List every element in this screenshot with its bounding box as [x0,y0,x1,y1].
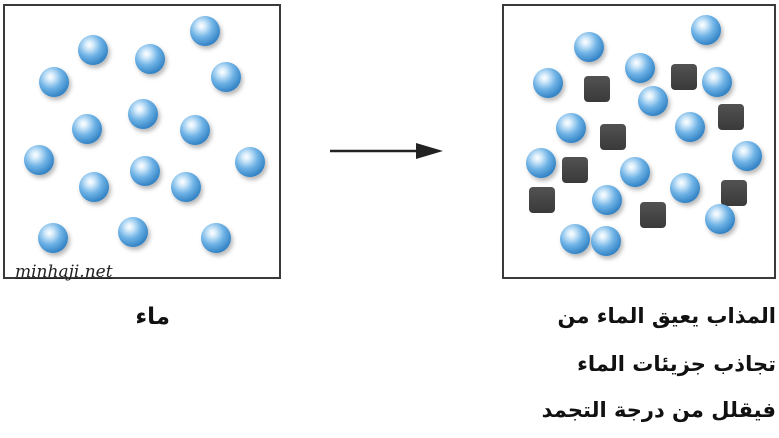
solute-particle-icon [721,180,747,206]
watermark: minhaji.net [15,262,113,282]
pure-water-molecules [24,16,265,253]
water-molecule-icon [638,86,668,116]
water-molecule-icon [705,204,735,234]
pure-water-box: minhaji.net [3,4,281,282]
water-molecule-icon [533,68,563,98]
water-molecule-icon [702,67,732,97]
right-arrow-icon [330,143,443,159]
solute-particle-icon [718,104,744,130]
solution-caption-line-1: المذاب يعيق الماء من [557,304,776,328]
solution-caption-line-3: فيقلل من درجة التجمد [541,398,776,422]
water-molecule-icon [560,224,590,254]
water-molecule-icon [675,112,705,142]
solute-particle-icon [584,76,610,102]
water-molecule-icon [39,67,69,97]
water-molecule-icon [118,217,148,247]
water-molecule-icon [72,114,102,144]
water-molecule-icon [201,223,231,253]
solute-particle-icon [600,124,626,150]
water-molecule-icon [670,173,700,203]
water-molecule-icon [625,53,655,83]
water-molecule-icon [732,141,762,171]
water-molecule-icon [78,35,108,65]
water-molecule-icon [691,15,721,45]
solute-particle-icon [671,64,697,90]
solution-caption-line-2: تجاذب جزيئات الماء [577,352,776,376]
water-molecule-icon [180,115,210,145]
solution-box [502,4,776,279]
water-molecule-icon [592,185,622,215]
solute-particle-icon [562,157,588,183]
solute-particle-icon [640,202,666,228]
water-molecule-icon [591,226,621,256]
water-molecule-icon [128,99,158,129]
water-molecule-icon [171,172,201,202]
water-molecule-icon [235,147,265,177]
water-molecule-icon [135,44,165,74]
water-molecule-icon [79,172,109,202]
water-molecule-icon [556,113,586,143]
water-molecule-icon [24,145,54,175]
water-molecule-icon [574,32,604,62]
water-caption: ماء [135,304,170,330]
water-molecule-icon [526,148,556,178]
water-molecule-icon [190,16,220,46]
solute-particle-icon [529,187,555,213]
water-molecule-icon [130,156,160,186]
solution-particles [526,15,762,256]
water-molecule-icon [211,62,241,92]
water-molecule-icon [620,157,650,187]
water-molecule-icon [38,223,68,253]
